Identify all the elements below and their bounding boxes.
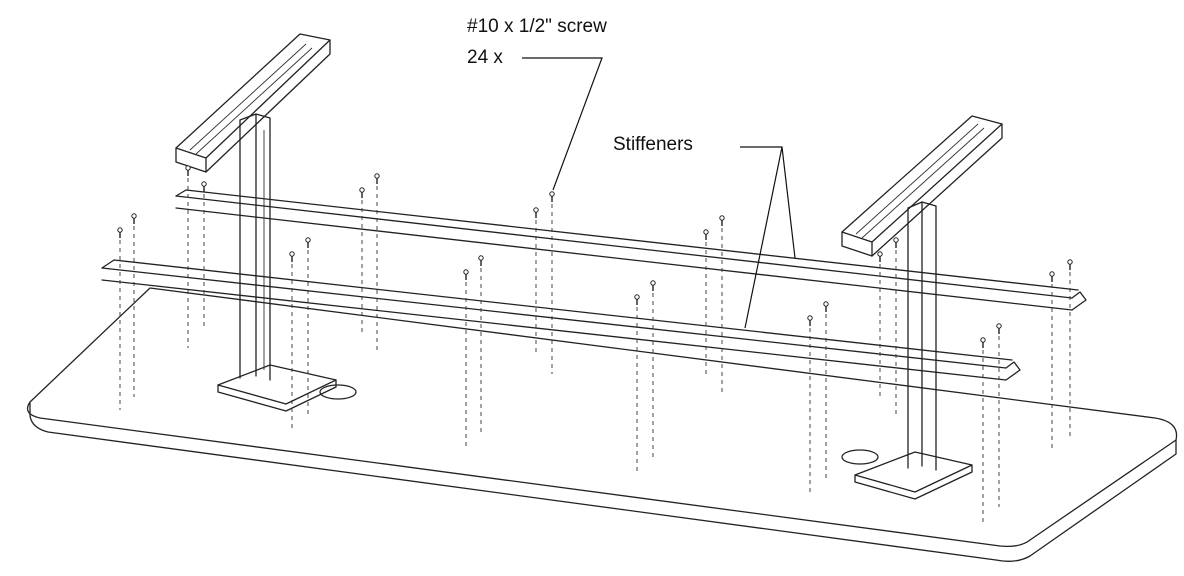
screw-quantity-label: 24 x [467,47,503,68]
screw [305,237,311,417]
screw [703,229,709,378]
front-stiffener [101,259,1021,381]
screw [996,323,1002,507]
right-leg [841,115,1003,500]
screw [650,280,656,458]
screw [719,215,725,394]
screw [478,255,484,433]
screw [807,315,813,496]
screw [1067,259,1073,438]
screw [201,181,207,330]
back-stiffener [175,189,1087,311]
screw [533,207,539,356]
screw [634,294,640,474]
screw [289,251,295,430]
left-leg [175,33,337,412]
screw [549,191,555,374]
screw-leader-line [522,57,603,191]
table-top [26,287,1178,562]
screw [359,187,365,333]
screw [117,227,123,410]
screw [185,165,191,348]
screw [463,269,469,450]
screw [877,251,883,399]
screw-spec-label: #10 x 1/2" screw [467,16,607,37]
screw [131,213,137,397]
leader-lines [522,57,796,329]
screw-group [117,165,1073,522]
screw [893,237,899,418]
stiffeners-label: Stiffeners [613,134,693,155]
screw [980,337,986,522]
screw [374,173,380,352]
stiffeners-leader-line [740,146,796,329]
screw [1049,271,1055,448]
screw [823,301,829,480]
